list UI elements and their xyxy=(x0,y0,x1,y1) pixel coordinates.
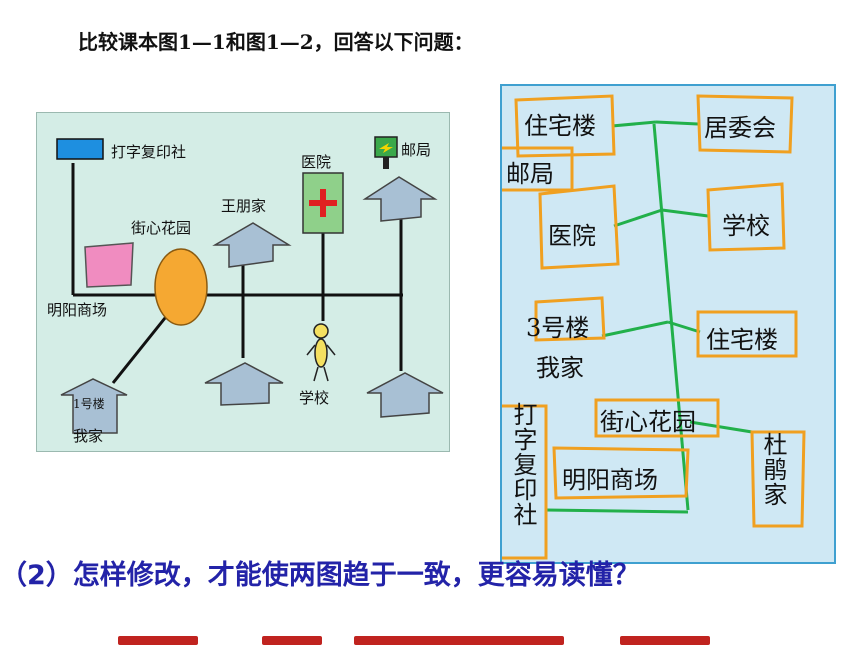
label-du-juan-home: 杜鹃家 xyxy=(759,432,787,507)
link-du-juan xyxy=(689,420,753,434)
box-du-juan xyxy=(750,430,806,528)
house-post xyxy=(362,176,438,222)
left-map: 打字复印社 医院 邮局 王朋家 街心花园 明阳商场 1号楼 我家 学校 xyxy=(36,112,450,452)
box-school xyxy=(706,182,786,252)
label-mall: 明阳商场 xyxy=(47,301,108,319)
house-wangpeng xyxy=(212,222,292,268)
label-building-3: 3号楼 xyxy=(526,314,590,342)
mall-block xyxy=(84,242,134,288)
central-garden-shape xyxy=(154,248,208,326)
box-residential-top xyxy=(514,94,616,158)
box-hospital xyxy=(538,184,620,270)
question-heading: 比较课本图1—1和图1—2，回答以下问题： xyxy=(78,30,474,54)
label-residential-mid: 住宅楼 xyxy=(706,326,778,354)
label-wang-peng-home: 王朋家 xyxy=(221,197,267,215)
link-committee xyxy=(655,120,699,126)
label-my-home: 我家 xyxy=(73,427,104,445)
label-residential-top: 住宅楼 xyxy=(524,112,596,140)
house-south xyxy=(204,362,284,406)
label-central-garden: 街心花园 xyxy=(131,219,192,237)
label-committee: 居委会 xyxy=(704,114,776,142)
label-my-home-right: 我家 xyxy=(536,354,584,382)
box-central-garden xyxy=(594,398,720,438)
label-hospital: 医院 xyxy=(301,153,332,171)
print-shop-sign xyxy=(56,138,104,160)
link-residential-mid xyxy=(667,320,701,334)
link-residential-top xyxy=(611,120,657,128)
right-map: 住宅楼 居委会 邮局 医院 学校 3号楼 住宅楼 我家 街心花园 打字复印社 明… xyxy=(500,84,836,564)
box-building-3 xyxy=(534,296,606,342)
label-post-office-right: 邮局 xyxy=(506,160,554,188)
question-2: （2）怎样修改，才能使两图趋于一致，更容易读懂？ xyxy=(0,560,640,591)
label-central-garden-right: 街心花园 xyxy=(600,408,696,436)
link-hospital xyxy=(613,208,663,228)
left-map-drawing xyxy=(56,136,444,434)
label-print-shop-right: 打字复印社 xyxy=(509,402,537,527)
right-map-drawing xyxy=(502,94,806,560)
hospital-cross-h xyxy=(309,200,337,206)
label-mall-right: 明阳商场 xyxy=(562,466,658,494)
box-residential-mid xyxy=(696,310,798,358)
box-mall xyxy=(552,446,690,500)
box-print-shop xyxy=(502,404,548,560)
post-office-pole xyxy=(383,157,389,169)
box-committee xyxy=(696,94,794,154)
student-figure xyxy=(306,323,336,382)
post-office-mark xyxy=(379,143,393,153)
label-hospital-right: 医院 xyxy=(548,222,596,250)
label-post-office: 邮局 xyxy=(401,141,432,159)
label-print-shop: 打字复印社 xyxy=(111,143,187,161)
label-building-1: 1号楼 xyxy=(73,397,105,411)
link-building-3 xyxy=(601,320,669,338)
link-print-shop xyxy=(545,508,689,514)
label-school: 学校 xyxy=(299,389,330,407)
trunk-line xyxy=(652,123,690,511)
house-building-1 xyxy=(60,378,128,434)
house-southeast xyxy=(366,372,444,418)
link-school xyxy=(661,208,709,218)
cut-off-answer-text xyxy=(0,634,860,645)
label-school-right: 学校 xyxy=(722,212,770,240)
road-to-home xyxy=(111,312,171,384)
